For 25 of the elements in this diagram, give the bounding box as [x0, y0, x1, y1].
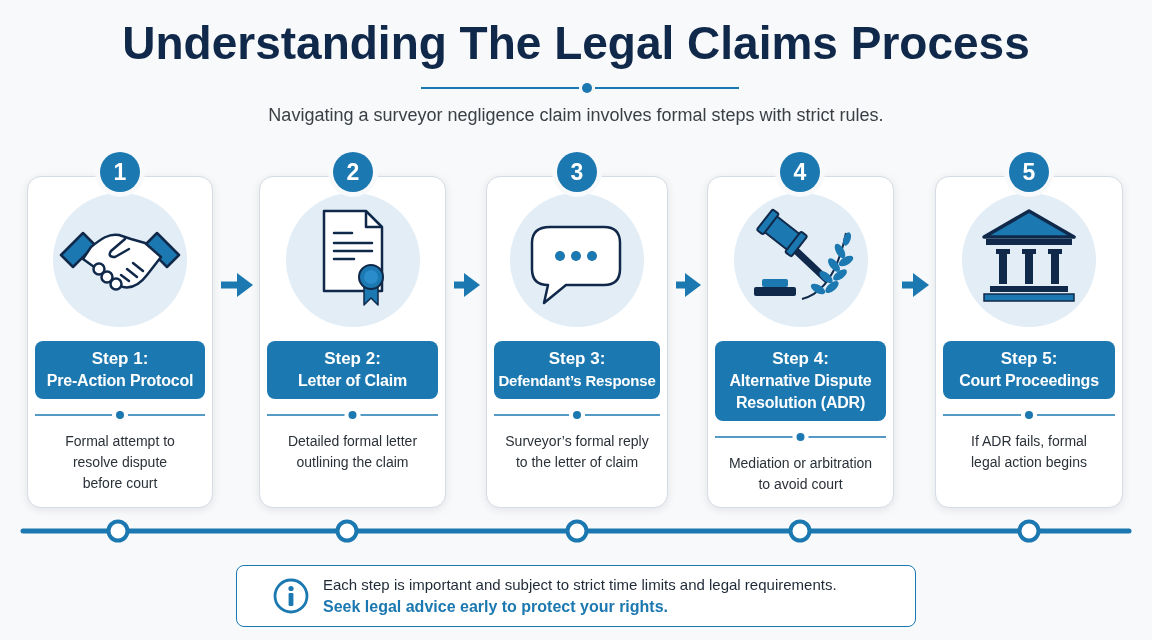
step-banner: [715, 341, 886, 421]
step-description: Formal attempt to resolve dispute before court: [64, 432, 176, 493]
step-description: Detailed formal letter outlining the claim: [286, 432, 419, 472]
step-title: Defendant’s Response: [498, 371, 656, 391]
step-label: Step 3:: [548, 348, 606, 370]
step-banner: [494, 341, 660, 399]
subtitle: Navigating a surveyor negligence claim involves formal steps with strict rules.: [268, 104, 884, 127]
step-banner: [943, 341, 1115, 399]
title: Understanding The Legal Claims Process: [122, 16, 1030, 71]
step-title: Letter of Claim: [298, 371, 407, 391]
step-title: Pre-Action Protocol: [46, 371, 194, 391]
step-description: If ADR fails, formal legal action begins: [970, 432, 1088, 472]
step-label: Step 2:: [324, 348, 381, 370]
step-label: Step 1:: [91, 348, 149, 370]
step-banner: [267, 341, 438, 399]
info-text: Each step is important and subject to strict time limits and legal requirements.: [323, 575, 837, 595]
step-label: Step 4:: [772, 348, 829, 370]
step-description: Mediation or arbitration to avoid court: [727, 454, 874, 494]
step-title: Alternative Dispute Resolution (ADR): [728, 371, 873, 413]
step-label: Step 5:: [1000, 348, 1058, 370]
step-title: Court Proceedings: [959, 371, 1099, 391]
step-banner: [35, 341, 205, 399]
info-note-box: [236, 565, 916, 627]
advice-text: Seek legal advice early to protect your rights.: [323, 597, 669, 617]
step-description: Surveyor’s formal reply to the letter of claim: [504, 432, 650, 472]
